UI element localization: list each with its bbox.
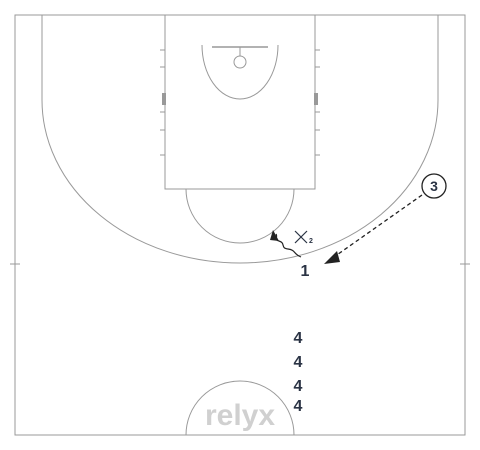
dribble-arrow [270,230,302,258]
player-4-label-d: 4 [294,398,303,415]
player-1-label: 1 [301,263,310,280]
player-4-label-b: 4 [294,354,303,371]
player-4-label-a: 4 [294,330,303,347]
lane-hash-marks-right [314,49,320,156]
free-throw-lane [164,14,316,190]
lane-hash-marks-left [160,49,166,156]
pass-arrow [324,194,423,264]
court-lines [10,14,470,436]
defender-x2: 2 [294,230,313,245]
center-circle [185,380,295,436]
free-throw-circle [185,188,295,244]
player-3-label: 3 [430,178,438,194]
player-3: 3 [421,173,447,199]
watermark-logo: relyx [205,399,275,432]
restricted-area-arc [201,44,279,100]
court-boundary [14,14,466,436]
rim [233,55,247,69]
three-point-line [41,15,439,264]
player-4-label-c: 4 [294,378,303,395]
player-3-circle [421,173,447,199]
defender-subscript: 2 [309,238,313,245]
